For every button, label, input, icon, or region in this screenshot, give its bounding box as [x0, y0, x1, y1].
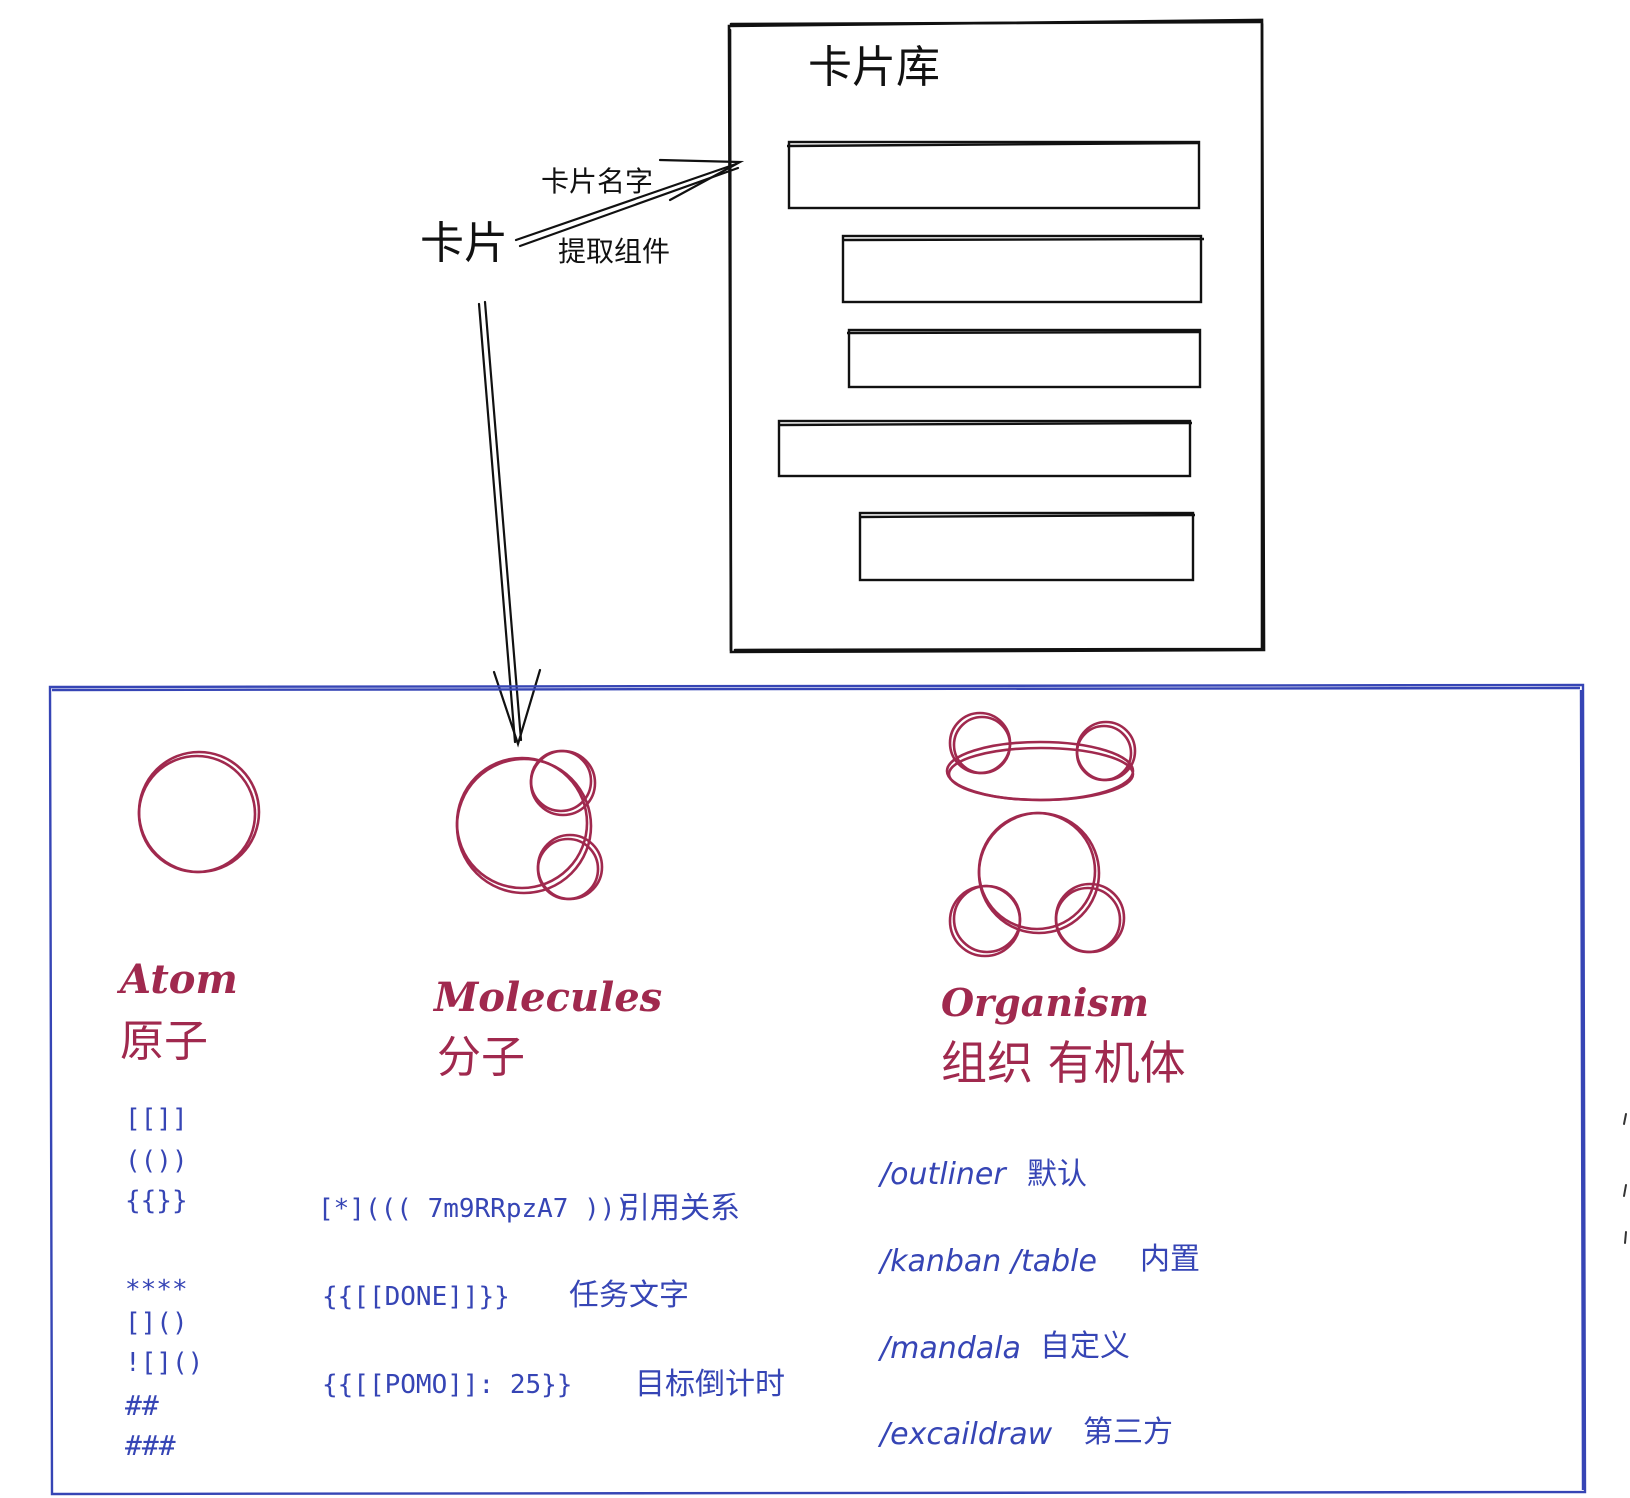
arrow-label-extract-components: 提取组件	[558, 235, 671, 268]
arrow-label-card-name: 卡片名字	[541, 165, 654, 198]
organism-circles-icon	[945, 711, 1137, 958]
molecules-title-zh: 分子	[437, 1032, 525, 1083]
organism-command-3-desc: 自定义	[1040, 1329, 1130, 1364]
organism-command-4-cmd: /excaildraw	[880, 1417, 1053, 1452]
card-slot-1	[786, 140, 1201, 210]
organism-title-en: Organism	[941, 980, 1149, 1025]
molecule-example-1-desc: 引用关系	[620, 1191, 740, 1226]
molecule-example-2-desc: 任务文字	[569, 1278, 689, 1313]
arrow-card-to-library	[514, 158, 745, 248]
atom-syntax-1: [[]]	[125, 1104, 188, 1134]
card-library-frame	[727, 18, 1266, 654]
atom-title-en: Atom	[120, 956, 238, 1003]
arrow-card-to-components	[477, 300, 542, 748]
organism-command-2-cmd: /kanban /table	[880, 1244, 1097, 1279]
molecule-example-1-code: [*]((( 7m9RRpzA7 )))	[318, 1194, 632, 1224]
components-frame	[48, 683, 1587, 1496]
card-slot-3	[846, 328, 1202, 389]
atom-syntax-5: []()	[125, 1308, 188, 1338]
organism-command-1-desc: 默认	[1027, 1157, 1087, 1192]
atom-syntax-3: {{}}	[125, 1186, 188, 1216]
atom-circle-icon	[137, 750, 261, 874]
molecules-title-en: Molecules	[434, 974, 663, 1021]
molecule-example-3-desc: 目标倒计时	[635, 1367, 785, 1402]
atom-title-zh: 原子	[120, 1016, 208, 1067]
card-slot-4	[777, 419, 1193, 478]
edge-marks	[1623, 1113, 1627, 1244]
molecule-circles-icon	[455, 749, 604, 901]
atom-syntax-8: ###	[125, 1429, 176, 1462]
card-library-title: 卡片库	[808, 42, 940, 93]
organism-command-3-cmd: /mandala	[880, 1331, 1021, 1366]
organism-title-zh: 组织 有机体	[941, 1036, 1186, 1090]
organism-command-4-desc: 第三方	[1083, 1415, 1173, 1450]
card-label: 卡片	[420, 218, 508, 269]
organism-command-2-desc: 内置	[1140, 1242, 1200, 1277]
card-slot-2	[841, 234, 1205, 304]
atom-syntax-6: ![]()	[125, 1348, 204, 1378]
molecule-example-2-code: {{[[DONE]]}}	[322, 1282, 510, 1312]
atom-syntax-2: (())	[125, 1146, 188, 1176]
atom-syntax-4: ****	[125, 1275, 188, 1305]
organism-command-1-cmd: /outliner	[880, 1157, 1006, 1192]
card-slot-5	[858, 511, 1196, 582]
atom-syntax-7: ##	[125, 1389, 159, 1422]
molecule-example-3-code: {{[[POMO]]: 25}}	[322, 1370, 573, 1400]
